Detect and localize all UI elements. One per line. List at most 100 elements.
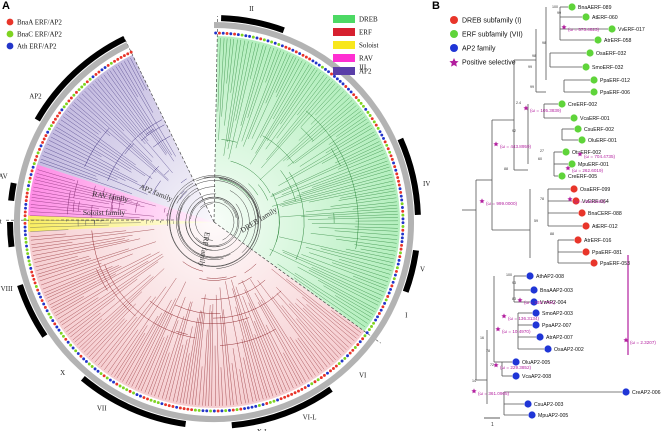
tip-label: AtERF-060 — [592, 15, 618, 21]
legend-bnac-label: BnaC ERF/AP2 — [17, 31, 62, 39]
tip-label: PpaERF-006 — [600, 90, 630, 96]
leaf-dot — [397, 180, 400, 183]
leaf-dot — [39, 296, 42, 299]
leaf-dot — [326, 372, 329, 375]
leaf-dot — [346, 354, 349, 357]
leaf-dot — [65, 102, 68, 105]
omega-label: (ω = 136.3134) — [508, 316, 540, 321]
group-label-ii: II — [249, 5, 254, 13]
group-label-vi: VI — [359, 372, 367, 380]
leaf-dot — [26, 248, 29, 251]
leaf-dot — [55, 326, 58, 329]
tip-label: SmoERF-032 — [592, 65, 624, 71]
leaf-dot — [274, 42, 277, 45]
leaf-dot — [332, 367, 335, 370]
legend-dot-bnaa — [7, 19, 14, 26]
scale-bar: 1 — [484, 418, 500, 428]
legend-positive-label: Positive selective — [462, 60, 516, 67]
leaf-dot — [91, 365, 94, 368]
leaf-dot — [24, 237, 27, 240]
leaf-dot — [113, 60, 116, 63]
leaf-dot — [25, 241, 28, 244]
leaf-dot — [58, 111, 61, 114]
leaf-dot — [399, 187, 402, 190]
leaf-dot — [384, 140, 387, 143]
bootstrap-value: 16 — [480, 336, 484, 340]
leaf-dot — [304, 386, 307, 389]
leaf-dot — [400, 198, 403, 201]
leaf-dot — [25, 199, 28, 202]
leaf-dot — [401, 233, 404, 236]
tip-dot — [526, 272, 533, 279]
legend-dot-ath — [7, 43, 14, 50]
leaf-dot — [357, 99, 360, 102]
leaf-dot — [341, 360, 344, 363]
leaf-dot — [125, 388, 128, 391]
leaf-dot — [50, 124, 53, 127]
leaf-dot — [237, 33, 240, 36]
leaf-dot — [26, 188, 29, 191]
leaf-dot — [88, 363, 91, 366]
leaf-dot — [27, 184, 30, 187]
tip-label: CreAP2-006 — [632, 390, 661, 396]
leaf-dot — [335, 365, 338, 368]
tip-dot — [574, 236, 581, 243]
leaf-dot — [43, 138, 46, 141]
panel-b: B DREB subfamily (I) ERF subfamily (VII)… — [432, 0, 669, 431]
bootstrap-value: 60 — [538, 157, 542, 161]
tip-label: PpaAP2-007 — [542, 323, 572, 329]
tip-label: OluERF-001 — [588, 138, 617, 144]
leaf-dot — [217, 410, 220, 413]
leaf-dot — [251, 406, 254, 409]
leaf-dot — [82, 357, 85, 360]
tip-dot — [558, 100, 565, 107]
tip-dot — [582, 248, 589, 255]
leaf-dot — [294, 391, 297, 394]
leaf-dot — [34, 281, 37, 284]
leaf-dot — [28, 263, 31, 266]
tip-dot — [578, 209, 585, 216]
selection-legend: DREB subfamily (I) ERF subfamily (VII) A… — [449, 16, 522, 67]
omega-label: (ω = 2.3207) — [630, 340, 656, 345]
leaf-dot — [375, 124, 378, 127]
leaf-dot — [36, 289, 39, 292]
leaf-dot — [175, 406, 178, 409]
tip-labels: BnaAERF-089AtERF-060VvERF-017AtrERF-058O… — [512, 3, 660, 419]
leaf-dot — [222, 32, 225, 35]
leaf-dot — [58, 329, 61, 332]
legend-swatch-rav — [333, 54, 355, 62]
bootstrap-value: 27 — [540, 149, 544, 153]
leaf-dot — [103, 374, 106, 377]
family-label-4: Soloist family — [83, 208, 126, 217]
leaf-dot — [362, 105, 365, 108]
tip-dot — [562, 148, 569, 155]
leaf-dot — [263, 38, 266, 41]
leaf-dot — [351, 349, 354, 352]
leaf-dot — [51, 319, 54, 322]
leaf-dot — [80, 86, 83, 89]
leaf-dot — [60, 332, 63, 335]
positive-selection-star-icon — [449, 58, 458, 67]
group-label-viii: VIII — [1, 285, 14, 293]
leaf-dot — [77, 352, 80, 355]
leaf-dot — [69, 344, 72, 347]
leaf-dot — [130, 51, 133, 54]
leaf-dot — [86, 80, 89, 83]
leaf-dot — [92, 75, 95, 78]
omega-label: (ω = 229.3852) — [500, 365, 532, 370]
leaf-dot — [28, 260, 31, 263]
leaf-dot — [397, 263, 400, 266]
leaf-dot — [402, 221, 405, 224]
leaf-dot — [24, 203, 27, 206]
tip-label: AthAP2-008 — [536, 274, 564, 280]
leaf-dot — [369, 114, 372, 117]
leaf-dot — [52, 121, 55, 124]
tip-label: VvERF-017 — [618, 27, 645, 33]
leaf-dot — [205, 409, 208, 412]
positive-selection-star-icon — [501, 313, 506, 318]
leaf-dot — [24, 233, 27, 236]
leaf-dot — [391, 158, 394, 161]
legend-dot-erf-subfamily — [450, 30, 458, 38]
leaf-dot — [389, 288, 392, 291]
leaf-dot — [336, 77, 339, 80]
